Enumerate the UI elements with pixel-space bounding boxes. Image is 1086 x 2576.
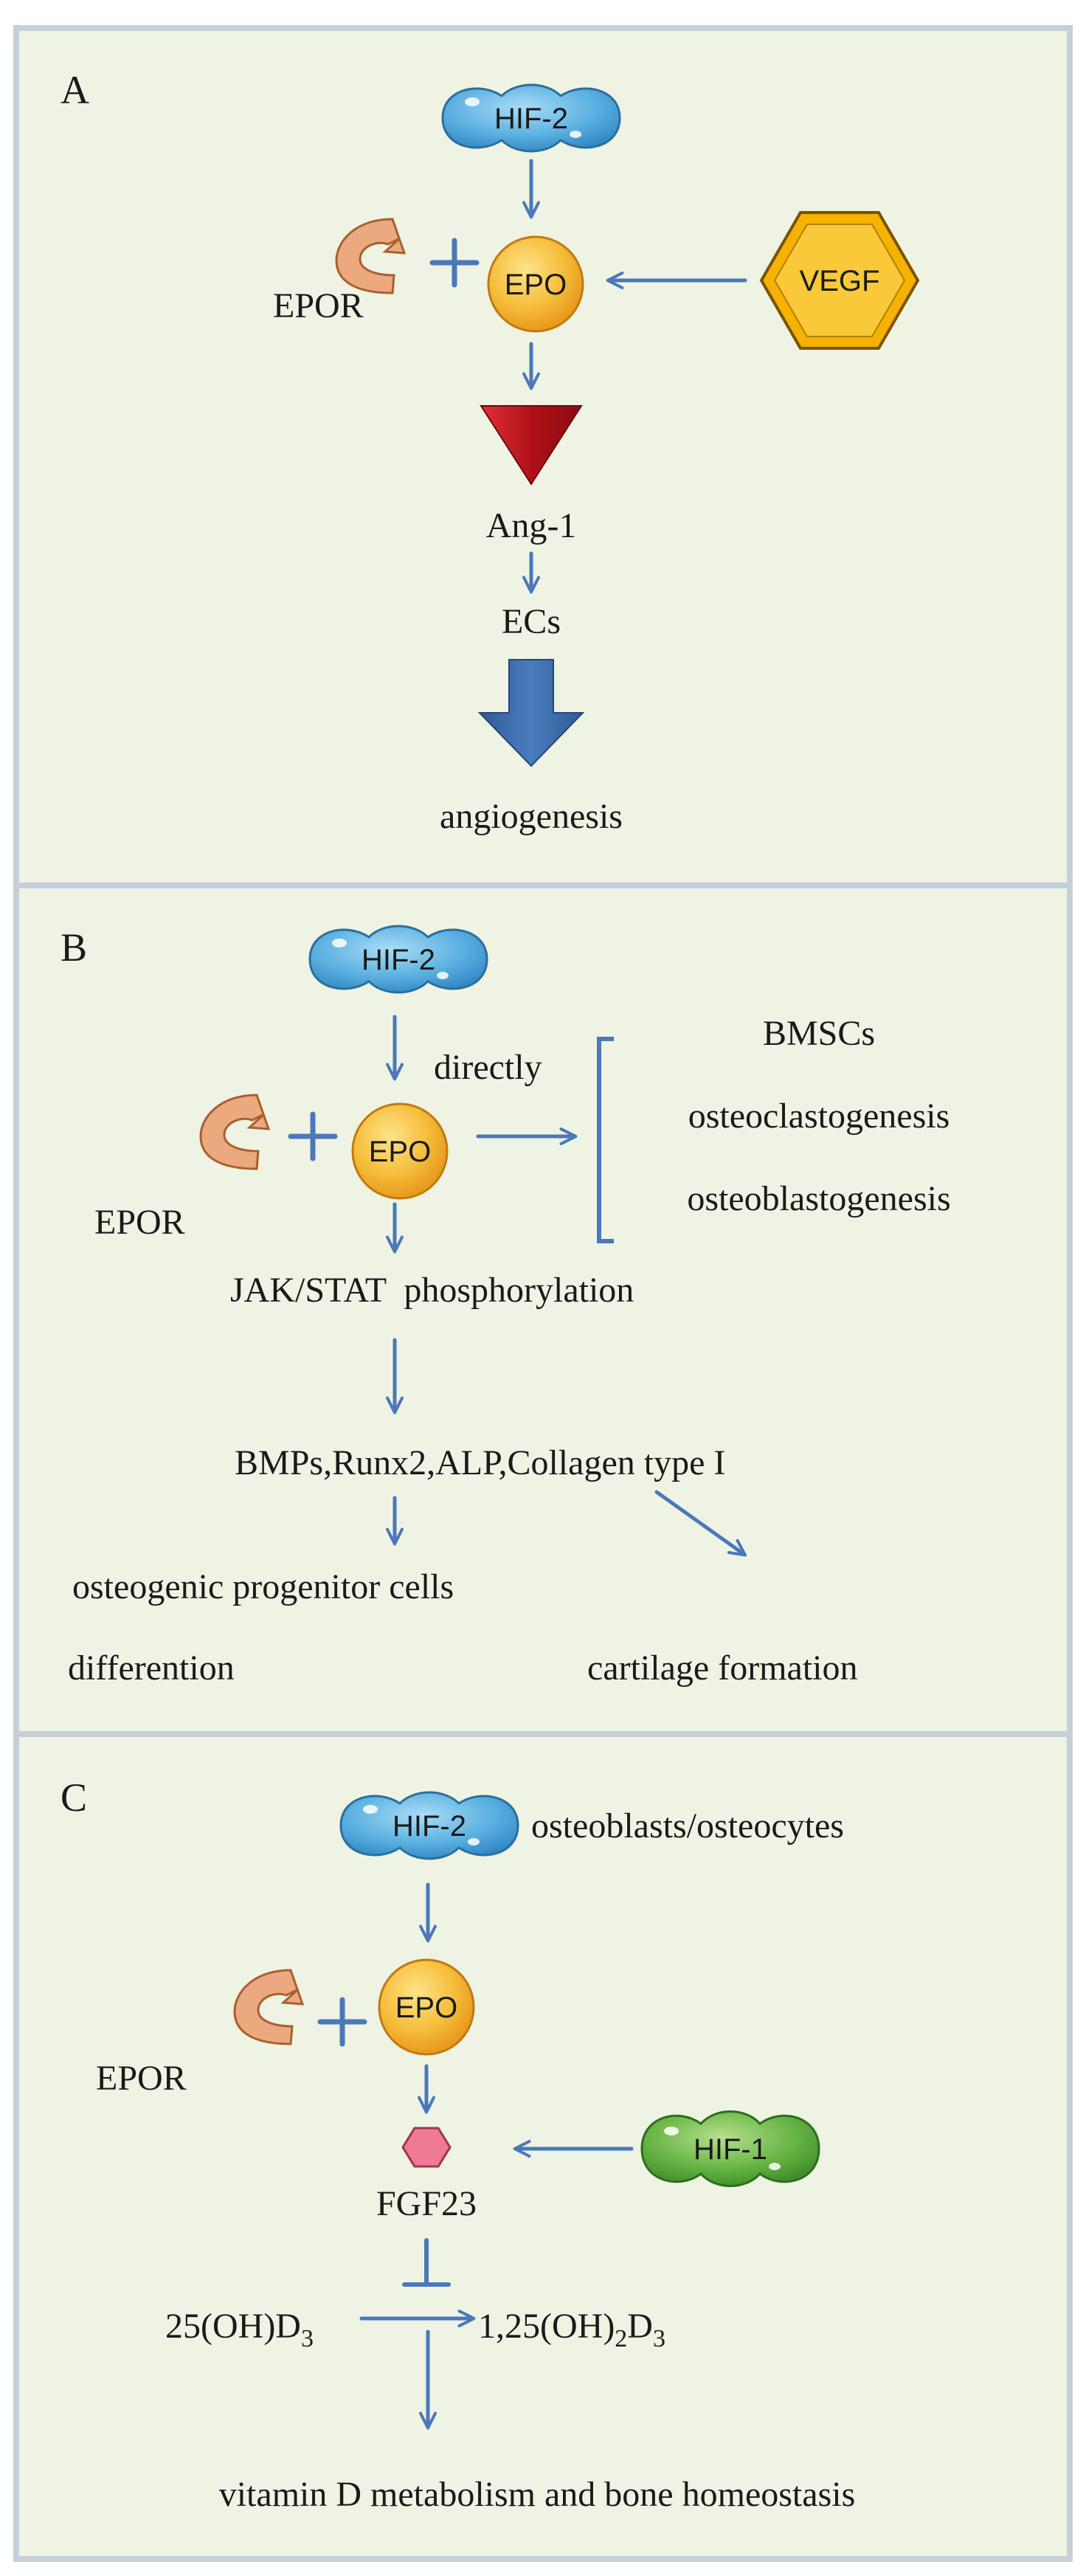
hif2-shape-c	[339, 1791, 519, 1860]
epor-label-c: EPOR	[96, 2059, 187, 2098]
epor-receptor-icon-c	[233, 1969, 305, 2045]
target-osteoblastogenesis: osteoblastogenesis	[687, 1179, 950, 1218]
epo-label-c: EPO	[395, 1992, 457, 2024]
vitamin-d-outcome-label: vitamin D metabolism and bone homeostasi…	[219, 2475, 856, 2514]
vegf-hexagon-icon	[759, 211, 920, 350]
d-right-label: 1,25(OH)2D3	[478, 2307, 665, 2352]
fgf23-label: FGF23	[376, 2184, 477, 2223]
d-left-label: 25(OH)D3	[165, 2307, 314, 2352]
plus-icon-c	[317, 1997, 367, 2047]
hif2-label-c: HIF-2	[392, 1810, 466, 1843]
hif1-shape	[640, 2110, 820, 2187]
hif2-label-a: HIF-2	[494, 103, 568, 135]
angiogenesis-label: angiogenesis	[440, 797, 623, 836]
hif1-label: HIF-1	[694, 2133, 767, 2166]
plus-icon-b	[288, 1111, 338, 1161]
panel-b-letter: B	[60, 925, 87, 970]
panel-c-letter: C	[60, 1775, 87, 1820]
hif2-shape-b	[308, 925, 488, 994]
panel-b: B HIF-2 EPOR EPO directly BMSCs osteocla…	[13, 883, 1073, 1737]
target-bmscs: BMSCs	[763, 1014, 875, 1053]
directly-label: directly	[434, 1048, 542, 1087]
jakstat-label: JAK/STAT phosphorylation	[230, 1271, 634, 1310]
hif2-shape-a	[441, 83, 621, 153]
epor-receptor-icon	[335, 218, 407, 294]
epo-label-a: EPO	[505, 269, 567, 301]
epo-node-b	[351, 1102, 449, 1200]
fgf23-hexagon-icon	[401, 2127, 452, 2168]
panel-c: C HIF-2 osteoblasts/osteocytes EPOR EPO …	[13, 1731, 1073, 2562]
arrow-markers-cartilage	[654, 1490, 747, 1557]
ang1-triangle-icon	[480, 405, 583, 486]
panel-a-letter: A	[60, 68, 89, 112]
targets-bracket	[597, 1037, 614, 1243]
epo-label-b: EPO	[369, 1136, 431, 1168]
osteo-source-label: osteoblasts/osteocytes	[531, 1806, 844, 1845]
target-osteoclastogenesis: osteoclastogenesis	[688, 1097, 950, 1136]
vegf-label: VEGF	[800, 265, 880, 297]
epor-label-b: EPOR	[94, 1203, 185, 1242]
markers-label: BMPs,Runx2,ALP,Collagen type I	[235, 1443, 725, 1482]
panel-a: A HIF-2 EPOR EPO VEGF Ang-1	[13, 25, 1073, 888]
epor-receptor-icon-b	[199, 1094, 271, 1170]
inhibition-bar-icon	[402, 2238, 451, 2287]
ecs-label: ECs	[502, 602, 561, 641]
epo-node-c	[378, 1958, 475, 2056]
epo-node-a	[487, 235, 584, 333]
panel-c-frame	[13, 1731, 1073, 2562]
differention-label: differention	[68, 1648, 235, 1688]
progenitor-label: osteogenic progenitor cells	[72, 1567, 454, 1606]
panel-b-frame	[13, 883, 1073, 1737]
epor-label-a: EPOR	[273, 286, 364, 325]
ang1-label: Ang-1	[486, 506, 577, 545]
big-arrow-icon	[477, 659, 585, 767]
plus-icon-a	[429, 238, 480, 288]
cartilage-label: cartilage formation	[587, 1648, 858, 1688]
hif2-label-b: HIF-2	[362, 944, 435, 976]
